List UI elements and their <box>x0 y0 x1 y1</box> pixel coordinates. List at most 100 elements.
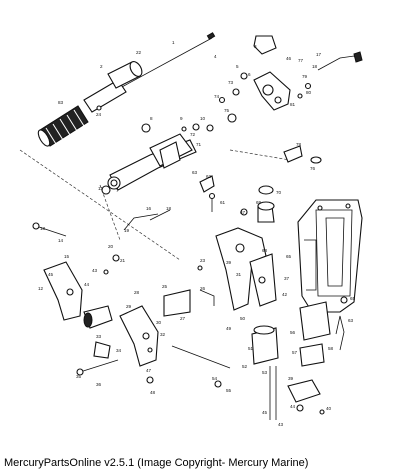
callout-label: 71 <box>196 142 202 147</box>
washer <box>146 376 154 384</box>
callout-label: 49 <box>226 326 232 331</box>
callout-label: 3 <box>254 44 257 49</box>
callout-label: 2 <box>100 64 103 69</box>
callout-label: 25 <box>162 284 168 289</box>
tilt-pin <box>35 225 67 237</box>
throttle-cable-rod <box>119 37 213 89</box>
callout-label: 63 <box>192 170 198 175</box>
callout-label: 6 <box>248 72 251 77</box>
bolt <box>79 359 119 373</box>
nut <box>206 124 214 132</box>
callout-label: 44 <box>84 282 90 287</box>
callout-label: 32 <box>160 332 166 337</box>
callout-label: 79 <box>302 74 308 79</box>
callout-label: 26 <box>200 286 206 291</box>
callout-label: 70 <box>276 190 282 195</box>
washer <box>101 185 111 195</box>
bracket-small-parts <box>199 175 275 223</box>
leader-dashed <box>19 149 181 261</box>
washer <box>141 123 151 133</box>
bottom-mount <box>287 379 321 403</box>
tilt-tube <box>171 345 231 369</box>
nut <box>181 126 187 132</box>
callout-label: 63 <box>348 318 354 323</box>
sleeve-end <box>129 61 143 77</box>
exploded-parts-diagram: 1 22 2 83 24 3 4 5 6 46 77 17 18 79 80 8… <box>19 32 363 427</box>
tiller-bracket <box>101 133 197 195</box>
callout-label: 8 <box>150 116 153 121</box>
callout-label: 19 <box>124 228 130 233</box>
handle-grip <box>37 105 89 147</box>
driveshaft-housing <box>297 199 363 313</box>
image-caption: MercuryPartsOnline v2.5.1 (Image Copyrig… <box>4 457 309 469</box>
callout-label: 23 <box>200 258 206 263</box>
bushing <box>112 254 120 262</box>
callout-label: 40 <box>326 406 332 411</box>
callout-label: 31 <box>236 272 242 277</box>
nut <box>319 409 325 415</box>
callout-label: 58 <box>328 346 334 351</box>
callout-label: 57 <box>292 350 298 355</box>
callout-label: 30 <box>156 320 162 325</box>
knob <box>310 156 322 164</box>
callout-label: 7 <box>116 188 119 193</box>
callout-label: 52 <box>242 364 248 369</box>
screw <box>96 105 102 111</box>
nut <box>232 88 240 96</box>
nut <box>214 380 222 388</box>
callout-label: 44 <box>290 404 296 409</box>
callout-label: 76 <box>310 166 316 171</box>
callout-label: 77 <box>298 58 304 63</box>
callout-label: 20 <box>108 244 114 249</box>
callout-label: 35 <box>76 374 82 379</box>
lower-mount-block <box>251 301 331 367</box>
callout-label: 1 <box>172 40 175 45</box>
callout-label: 16 <box>146 206 152 211</box>
spring <box>93 341 111 359</box>
callout-label: 65 <box>286 254 292 259</box>
bolt-head <box>192 123 200 131</box>
callout-label: 45 <box>48 272 54 277</box>
callout-label: 54 <box>212 376 218 381</box>
nut <box>76 368 84 376</box>
callout-label: 29 <box>126 304 132 309</box>
callout-label: 39 <box>226 260 232 265</box>
clamp-bracket-left <box>43 261 113 329</box>
link-rod <box>149 209 171 221</box>
callout-label: 43 <box>92 268 98 273</box>
callout-label: 48 <box>150 390 156 395</box>
callout-label: 15 <box>64 254 70 259</box>
callout-label: 18 <box>166 206 172 211</box>
screw <box>218 96 226 104</box>
screw <box>197 265 203 271</box>
callout-label: 67 <box>240 210 246 215</box>
callout-label: 11 <box>98 186 103 191</box>
rod-end-cap <box>206 32 216 40</box>
callout-label: 36 <box>96 382 102 387</box>
callout-label: 46 <box>286 56 292 61</box>
callout-label: 13 <box>40 226 46 231</box>
swivel-bracket <box>215 227 277 311</box>
callout-label: 81 <box>290 102 296 107</box>
washer <box>227 113 237 123</box>
callout-label: 9 <box>180 116 183 121</box>
washer <box>240 72 248 80</box>
callout-label: 56 <box>290 330 296 335</box>
screw <box>296 404 304 412</box>
callout-label: 14 <box>58 238 64 243</box>
callout-label: 72 <box>190 132 196 137</box>
callout-label: 62 <box>206 174 212 179</box>
link-arm <box>283 145 303 163</box>
callout-label: 33 <box>96 334 102 339</box>
tilt-lock-bracket <box>163 289 191 317</box>
leader-dashed <box>229 149 291 161</box>
screw <box>297 93 303 99</box>
callout-label: 24 <box>96 112 102 117</box>
callout-label: 45 <box>262 410 268 415</box>
callout-label: 5 <box>236 64 239 69</box>
callout-label: 43 <box>278 422 284 427</box>
callout-label: 39 <box>288 376 294 381</box>
callout-label: 73 <box>228 80 234 85</box>
callout-label: 51 <box>248 346 254 351</box>
callout-label: 69 <box>256 200 262 205</box>
